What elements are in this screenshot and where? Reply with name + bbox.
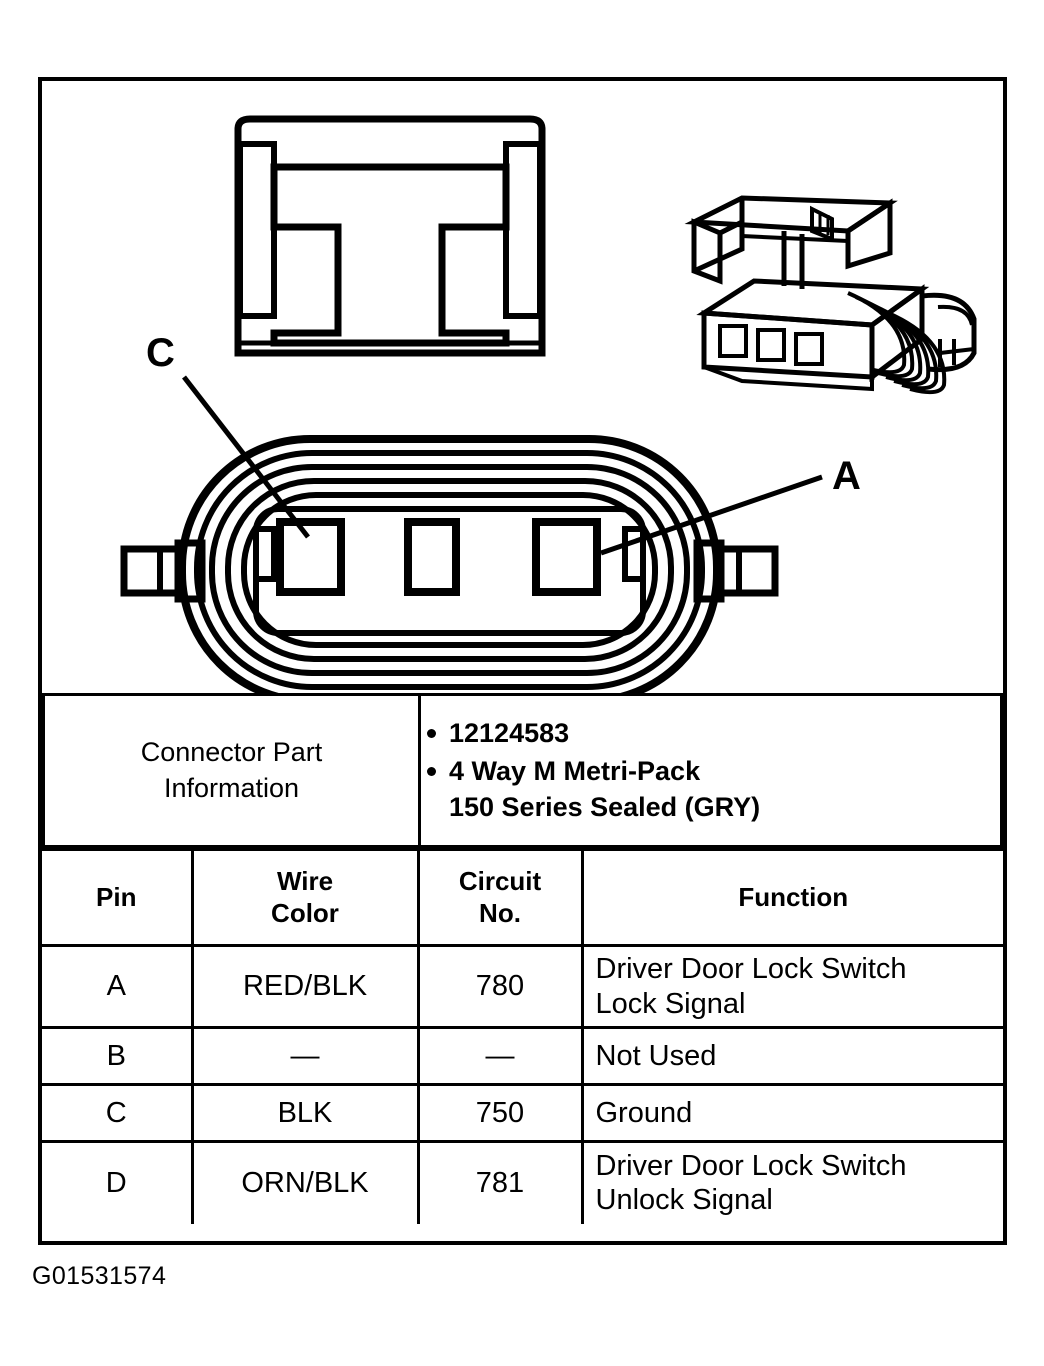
connector-drawing-svg: C A bbox=[120, 115, 977, 693]
pinout-table: Pin Wire Color Circuit No. Function A RE… bbox=[42, 848, 1003, 1224]
connector-illustration: C A bbox=[42, 81, 1003, 693]
column-header-function: Function bbox=[580, 848, 1003, 947]
cell-pin: A bbox=[42, 944, 194, 1029]
part-description-line2: 150 Series Sealed (GRY) bbox=[449, 791, 761, 822]
terminal-cavity-c bbox=[276, 518, 345, 596]
table-row: Connector Part Information 12124583 4 Wa… bbox=[42, 693, 1003, 848]
column-header-pin-label: Pin bbox=[96, 881, 137, 912]
cell-circuit-no: 750 bbox=[416, 1083, 584, 1143]
cell-function-line1: Driver Door Lock Switch bbox=[595, 953, 907, 986]
cell-function-line2: Unlock Signal bbox=[595, 1184, 773, 1217]
cell-function: Not Used bbox=[580, 1026, 1003, 1086]
cell-wire-color: BLK bbox=[190, 1083, 420, 1143]
cell-function-line1: Driver Door Lock Switch bbox=[595, 1150, 907, 1183]
cell-pin: B bbox=[42, 1026, 194, 1086]
connector-latch-tab bbox=[234, 115, 546, 357]
diagram-page-frame: C A Connector Part Information 12124583 … bbox=[38, 77, 1007, 1245]
cell-wire-color: ORN/BLK bbox=[190, 1140, 420, 1224]
column-header-wire-color: Wire Color bbox=[190, 848, 420, 947]
cell-function-line1: Ground bbox=[595, 1096, 693, 1129]
terminal-cavity-b bbox=[404, 518, 460, 596]
cell-circuit-no: 781 bbox=[416, 1140, 584, 1224]
column-header-function-label: Function bbox=[738, 881, 849, 912]
connector-left-ear bbox=[120, 539, 206, 603]
cell-wire-color: RED/BLK bbox=[190, 944, 420, 1029]
cell-function-line2: Lock Signal bbox=[595, 987, 746, 1020]
table-row: A RED/BLK 780 Driver Door Lock Switch Lo… bbox=[42, 944, 1003, 1029]
connector-part-information-label: Connector Part Information bbox=[42, 693, 421, 848]
part-description-line1: 4 Way M Metri-Pack bbox=[449, 756, 701, 787]
cell-wire-color: — bbox=[190, 1026, 420, 1086]
cell-pin: C bbox=[42, 1083, 194, 1143]
table-row: C BLK 750 Ground bbox=[42, 1083, 1003, 1143]
figure-caption: G01531574 bbox=[32, 1262, 167, 1290]
cell-circuit-no: 780 bbox=[416, 944, 584, 1029]
connector-part-information-values: 12124583 4 Way M Metri-Pack 150 Series S… bbox=[418, 693, 1003, 848]
terminal-cavity-a bbox=[532, 518, 601, 596]
column-header-wire-color-line1: Wire bbox=[276, 865, 334, 896]
connector-part-information-table: Connector Part Information 12124583 4 Wa… bbox=[42, 693, 1003, 848]
wire-seal-ribs bbox=[847, 291, 947, 395]
column-header-circuit-no: Circuit No. bbox=[416, 848, 584, 947]
part-number: 12124583 bbox=[449, 717, 570, 748]
cp-label-line1: Connector Part bbox=[140, 737, 323, 768]
connector-front-face bbox=[120, 435, 779, 693]
cell-function: Driver Door Lock Switch Unlock Signal bbox=[580, 1140, 1003, 1224]
column-header-pin: Pin bbox=[42, 848, 194, 947]
callout-label-c: C bbox=[146, 331, 175, 375]
cell-pin: D bbox=[42, 1140, 194, 1224]
cell-function-line1: Not Used bbox=[595, 1039, 717, 1072]
connector-right-ear bbox=[693, 539, 779, 603]
column-header-circuit-line1: Circuit bbox=[458, 865, 542, 896]
cell-function: Driver Door Lock Switch Lock Signal bbox=[580, 944, 1003, 1029]
list-item: 4 Way M Metri-Pack 150 Series Sealed (GR… bbox=[427, 754, 1000, 825]
part-number-list: 12124583 4 Way M Metri-Pack 150 Series S… bbox=[421, 716, 1000, 826]
cell-circuit-no: — bbox=[416, 1026, 584, 1086]
table-row: B — — Not Used bbox=[42, 1026, 1003, 1086]
callout-leader-a bbox=[600, 474, 823, 556]
table-header-row: Pin Wire Color Circuit No. Function bbox=[42, 848, 1003, 947]
callout-leader-c bbox=[182, 375, 310, 539]
callout-label-a: A bbox=[832, 454, 861, 498]
cp-label-line2: Information bbox=[163, 772, 300, 803]
column-header-circuit-line2: No. bbox=[479, 897, 521, 928]
column-header-wire-color-line2: Color bbox=[271, 897, 339, 928]
list-item: 12124583 bbox=[427, 716, 1000, 752]
terminal-cavities bbox=[276, 518, 601, 596]
table-row: D ORN/BLK 781 Driver Door Lock Switch Un… bbox=[42, 1140, 1003, 1224]
cell-function: Ground bbox=[580, 1083, 1003, 1143]
isometric-connector-view bbox=[684, 195, 977, 395]
